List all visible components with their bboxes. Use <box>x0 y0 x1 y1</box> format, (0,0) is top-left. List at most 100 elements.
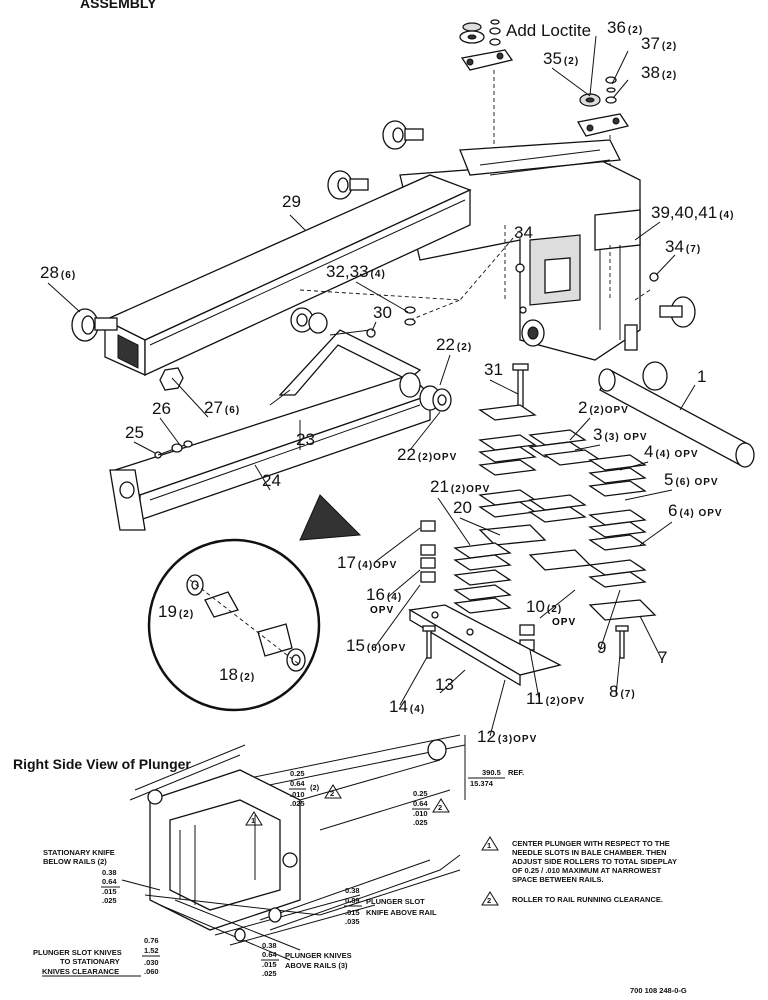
dim-stack-top: 0.25 0.64 (2) .010 .025 <box>289 769 320 808</box>
svg-text:PLUNGER SLOT KNIVES: PLUNGER SLOT KNIVES <box>33 948 122 957</box>
svg-text:.035: .035 <box>345 917 360 926</box>
callout-16: 16(4) <box>366 585 402 604</box>
add-loctite-note: Add Loctite <box>506 21 591 40</box>
leader-lines <box>47 35 696 737</box>
svg-text:.010: .010 <box>290 790 305 799</box>
svg-text:ROLLER TO RAIL RUNNING CLEARAN: ROLLER TO RAIL RUNNING CLEARANCE. <box>512 895 663 904</box>
callout-1: 1 <box>697 367 706 386</box>
side-view: Right Side View of Plunger 1 2 <box>13 734 677 978</box>
callout-30: 30 <box>373 303 392 322</box>
washer-26 <box>171 440 193 453</box>
svg-text:.015: .015 <box>345 908 360 917</box>
note-2: 2 ROLLER TO RAIL RUNNING CLEARANCE. <box>481 891 663 906</box>
roller-right <box>659 296 696 328</box>
nut-27 <box>159 367 184 391</box>
callout-32-33: 32,33(4) <box>326 262 386 281</box>
callout-36: 36(2) <box>607 18 643 37</box>
svg-text:.030: .030 <box>144 958 159 967</box>
washer-22-upper <box>290 307 328 334</box>
svg-text:15.374: 15.374 <box>470 779 494 788</box>
callout-20: 20 <box>453 498 472 517</box>
callout-11: 11(2)OPV <box>526 689 585 708</box>
bolt-30 <box>366 328 376 338</box>
roller-top-2 <box>327 170 369 200</box>
svg-text:PLUNGER SLOT: PLUNGER SLOT <box>366 897 425 906</box>
frame-rail-29 <box>103 174 472 377</box>
drawing-number: 700 108 248-0-G <box>630 986 687 995</box>
callout-28: 28(6) <box>40 263 76 282</box>
callout-15: 15(6)OPV <box>346 636 406 655</box>
callout-29: 29 <box>282 192 301 211</box>
svg-text:ADJUST SIDE ROLLERS TO TOTAL S: ADJUST SIDE ROLLERS TO TOTAL SIDEPLAY <box>512 857 677 866</box>
dim-slot-knives: PLUNGER SLOT KNIVES TO STATIONARY KNIVES… <box>33 936 160 977</box>
callout-12: 12(3)OPV <box>477 727 537 746</box>
callout-27: 27(6) <box>204 398 240 417</box>
callout-22-a: 22(2) <box>436 335 472 354</box>
callout-9: 9 <box>597 638 606 657</box>
svg-text:1: 1 <box>487 841 491 850</box>
callout-37: 37(2) <box>641 34 677 53</box>
callout-4: 4(4) OPV <box>644 442 699 461</box>
link-23 <box>269 329 422 406</box>
svg-text:0.38: 0.38 <box>262 941 277 950</box>
dim-stack-right: 0.25 0.64 .010 .025 <box>412 789 430 827</box>
svg-text:ABOVE RAILS (3): ABOVE RAILS (3) <box>285 961 348 970</box>
svg-text:REF.: REF. <box>508 768 524 777</box>
dim-plunger-knives: 0.38 0.64 .015 .025 PLUNGER KNIVES ABOVE… <box>261 941 352 978</box>
roller-top-1 <box>382 120 424 150</box>
svg-text:.025: .025 <box>262 969 277 978</box>
callout-7: 7 <box>658 648 667 667</box>
note-1: 1 CENTER PLUNGER WITH RESPECT TO THE NEE… <box>481 836 677 884</box>
callout-18: 18(2) <box>219 665 255 684</box>
callout-25: 25 <box>125 423 144 442</box>
svg-text:0.89: 0.89 <box>345 896 360 905</box>
svg-text:0.64: 0.64 <box>262 950 277 959</box>
callout-10-opv: OPV <box>552 617 576 628</box>
svg-text:1: 1 <box>251 816 255 825</box>
svg-text:1.52: 1.52 <box>144 946 159 955</box>
svg-text:0.25: 0.25 <box>413 789 428 798</box>
callout-5: 5(6) OPV <box>664 470 719 489</box>
side-view-drawing <box>129 734 466 961</box>
callout-34-b: 34(7) <box>665 237 701 256</box>
rail-13 <box>408 604 562 687</box>
svg-text:0.25: 0.25 <box>290 769 305 778</box>
callout-14: 14(4) <box>389 697 425 716</box>
ref-dimension: 390.5 REF. 15.374 <box>468 768 524 788</box>
callout-17: 17(4)OPV <box>337 553 397 572</box>
detail-bubble <box>147 494 362 712</box>
dim-stationary-knife: STATIONARY KNIFE BELOW RAILS (2) 0.38 0.… <box>43 848 161 905</box>
triangle-marker-3: 2 <box>432 798 450 813</box>
svg-text:0.38: 0.38 <box>102 868 117 877</box>
callout-2: 2(2)OPV <box>578 398 629 417</box>
callout-21: 21(2)OPV <box>430 477 490 496</box>
top-roller-bracket <box>459 19 514 150</box>
dim-plunger-slot: 0.38 0.89 .015 .035 PLUNGER SLOT KNIFE A… <box>344 886 437 926</box>
callout-23: 23 <box>296 430 315 449</box>
callout-19: 19(2) <box>158 602 194 621</box>
callout-34-a: 34 <box>514 223 533 242</box>
bolt-14 <box>422 625 436 659</box>
svg-text:STATIONARY KNIFE: STATIONARY KNIFE <box>43 848 115 857</box>
svg-text:TO STATIONARY: TO STATIONARY <box>60 957 120 966</box>
triangle-marker-1: 1 <box>245 811 263 826</box>
svg-text:NEEDLE SLOTS IN BALE CHAMBER.: NEEDLE SLOTS IN BALE CHAMBER. THEN <box>512 848 667 857</box>
svg-text:.010: .010 <box>413 809 428 818</box>
shim-stack-9 <box>588 559 647 588</box>
callout-35: 35(2) <box>543 49 579 68</box>
svg-text:.025: .025 <box>290 799 305 808</box>
svg-text:PLUNGER KNIVES: PLUNGER KNIVES <box>285 951 352 960</box>
callout-38: 38(2) <box>641 63 677 82</box>
bolt-31 <box>512 363 529 409</box>
svg-text:390.5: 390.5 <box>482 768 501 777</box>
alignment-lines <box>299 225 651 321</box>
triangle-marker-2: 2 <box>324 784 342 799</box>
svg-text:BELOW RAILS (2): BELOW RAILS (2) <box>43 857 107 866</box>
svg-text:KNIFE ABOVE RAIL: KNIFE ABOVE RAIL <box>366 908 437 917</box>
side-view-title: Right Side View of Plunger <box>13 756 191 772</box>
callout-8: 8(7) <box>609 682 636 701</box>
callout-26: 26 <box>152 399 171 418</box>
nut-34a <box>515 263 525 273</box>
callout-22-b: 22(2)OPV <box>397 445 457 464</box>
knife-stacks <box>478 404 647 551</box>
